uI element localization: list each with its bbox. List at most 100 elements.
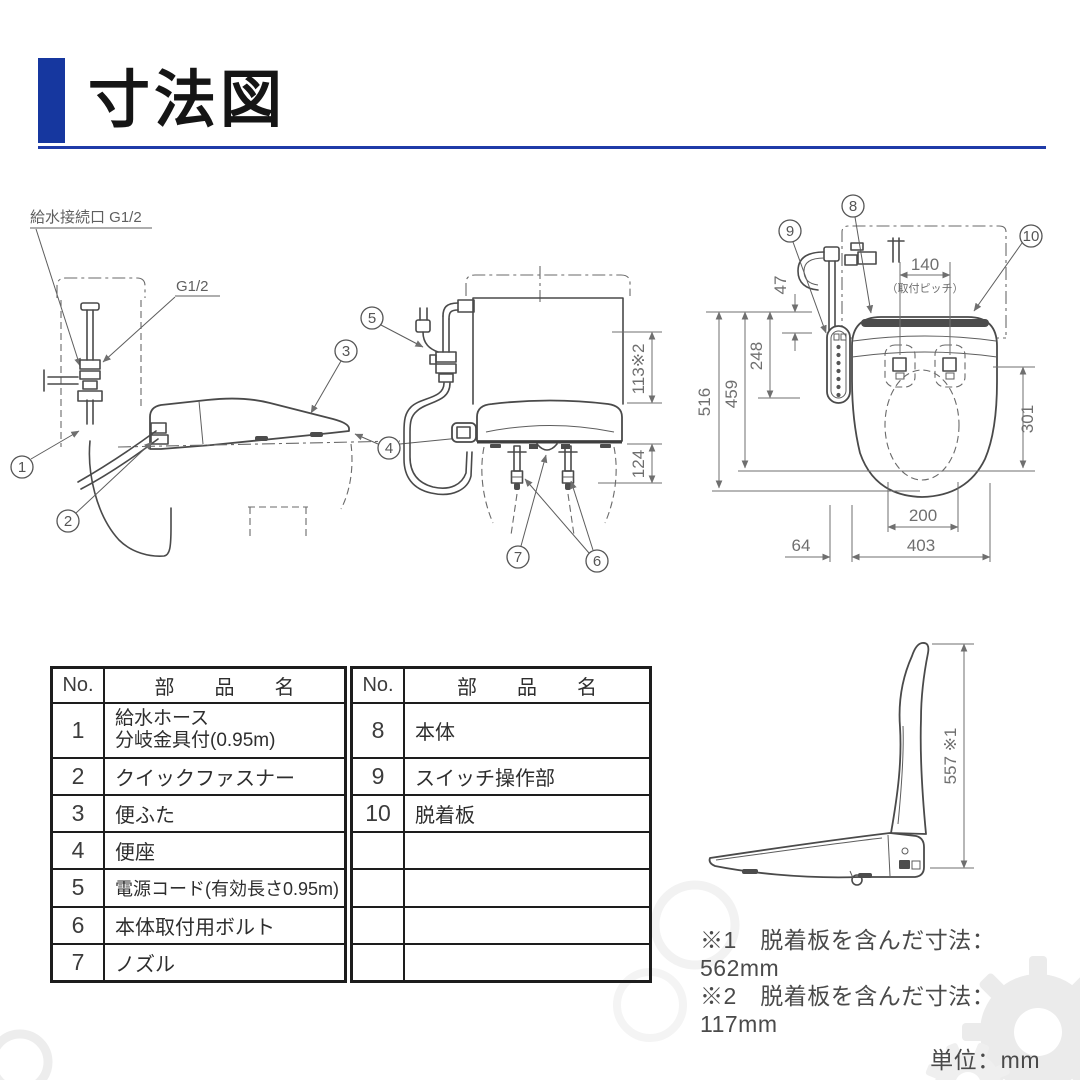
callout-8: 8 bbox=[841, 194, 874, 314]
part-no: 1 bbox=[50, 701, 105, 759]
dim-200: 200 bbox=[887, 482, 959, 532]
supply-port-label: 給水接続口 G1/2 bbox=[30, 209, 142, 226]
callout-4: 4 bbox=[354, 433, 471, 460]
part-name: ノズル bbox=[103, 942, 347, 983]
callout-6: 6 bbox=[524, 478, 609, 573]
callout-5: 5 bbox=[360, 306, 424, 348]
part-name bbox=[403, 830, 652, 870]
dim-64-403: 64 403 bbox=[785, 483, 991, 562]
part-no bbox=[350, 942, 405, 983]
table-row: 6 本体取付用ボルト bbox=[50, 905, 347, 945]
dim-140: 140 （取付ピッチ） bbox=[887, 255, 964, 355]
svg-text:5: 5 bbox=[368, 310, 376, 327]
col-header-no: No. bbox=[50, 666, 105, 704]
table-row: 4 便座 bbox=[50, 830, 347, 870]
table-row: 1 給水ホース分岐金具付(0.95m) bbox=[50, 701, 347, 759]
part-no: 10 bbox=[350, 793, 405, 833]
svg-text:301: 301 bbox=[1018, 405, 1037, 433]
dim-248: 248 bbox=[747, 311, 800, 399]
part-name: 便ふた bbox=[103, 793, 347, 833]
mounting-bolt-right bbox=[558, 445, 578, 490]
svg-text:1: 1 bbox=[18, 459, 26, 476]
part-no: 5 bbox=[50, 867, 105, 908]
svg-text:200: 200 bbox=[909, 506, 937, 525]
side-view-drawing: 給水接続口 G1/2 G1/2 bbox=[10, 209, 471, 557]
mounting-bolt-left bbox=[507, 445, 527, 490]
page-title: 寸法図 bbox=[88, 66, 287, 135]
part-name: 脱着板 bbox=[403, 793, 652, 833]
svg-text:113※2: 113※2 bbox=[629, 344, 648, 395]
dim-47: 47 bbox=[771, 276, 812, 351]
svg-text:8: 8 bbox=[849, 198, 857, 215]
part-no: 9 bbox=[350, 756, 405, 796]
part-name: クイックファスナー bbox=[103, 756, 347, 796]
part-name bbox=[403, 942, 652, 983]
svg-text:248: 248 bbox=[747, 342, 766, 370]
part-no: 6 bbox=[50, 905, 105, 945]
part-no bbox=[350, 830, 405, 870]
footnote-1: ※1 脱着板を含んだ寸法：562mm bbox=[700, 927, 996, 981]
svg-text:403: 403 bbox=[907, 536, 935, 555]
dim-124: 124 bbox=[598, 443, 662, 484]
callout-10: 10 bbox=[973, 224, 1043, 312]
table-row bbox=[350, 867, 652, 908]
part-name: スイッチ操作部 bbox=[403, 756, 652, 796]
top-view-drawing: 140 （取付ピッチ） 47 248 459 bbox=[695, 194, 1043, 562]
title-accent-bar bbox=[38, 58, 65, 143]
svg-text:140: 140 bbox=[911, 255, 939, 274]
table-row: 9 スイッチ操作部 bbox=[350, 756, 652, 796]
part-name: 本体取付用ボルト bbox=[103, 905, 347, 945]
table-row bbox=[350, 942, 652, 983]
seat-base bbox=[708, 832, 925, 879]
table-row bbox=[350, 830, 652, 870]
callout-9: 9 bbox=[778, 219, 827, 334]
col-header-no: No. bbox=[350, 666, 405, 704]
part-name: 便座 bbox=[103, 830, 347, 870]
part-no: 8 bbox=[350, 701, 405, 759]
svg-text:47: 47 bbox=[771, 276, 790, 295]
dim-516: 516 bbox=[695, 311, 920, 492]
dim-459: 459 bbox=[722, 311, 1035, 472]
part-no: 2 bbox=[50, 756, 105, 796]
rear-view-drawing: 113※2 124 5 7 6 bbox=[360, 266, 662, 573]
callout-3: 3 bbox=[310, 339, 358, 414]
col-header-name: 部 品 名 bbox=[103, 666, 347, 704]
table-row: 5 電源コード(有効長さ0.95m) bbox=[50, 867, 347, 908]
parts-table-right: No. 部 品 名 8 本体 9 スイッチ操作部 10 脱着板 bbox=[350, 666, 652, 983]
callout-7: 7 bbox=[506, 454, 548, 569]
table-row: 8 本体 bbox=[350, 701, 652, 759]
open-lid-drawing: 557 ※1 bbox=[708, 642, 974, 886]
part-name: 給水ホース分岐金具付(0.95m) bbox=[103, 701, 347, 759]
table-row: 10 脱着板 bbox=[350, 793, 652, 833]
part-no: 4 bbox=[50, 830, 105, 870]
svg-text:9: 9 bbox=[786, 223, 794, 240]
part-name bbox=[403, 867, 652, 908]
svg-text:124: 124 bbox=[629, 450, 648, 478]
svg-text:（取付ピッチ）: （取付ピッチ） bbox=[887, 282, 964, 295]
title-underline bbox=[38, 146, 1046, 149]
svg-text:10: 10 bbox=[1023, 228, 1040, 245]
dim-557: 557 ※1 bbox=[930, 643, 974, 869]
part-no bbox=[350, 867, 405, 908]
svg-text:7: 7 bbox=[514, 549, 522, 566]
footnotes: ※1 脱着板を含んだ寸法：562mm ※2 脱着板を含んだ寸法：117mm 単位… bbox=[700, 926, 1048, 1074]
table-row: 3 便ふた bbox=[50, 793, 347, 833]
table-row: 2 クイックファスナー bbox=[50, 756, 347, 796]
footnote-2: ※2 脱着板を含んだ寸法：117mm bbox=[700, 983, 996, 1037]
svg-text:64: 64 bbox=[792, 536, 811, 555]
g-half-label: G1/2 bbox=[176, 278, 209, 295]
svg-text:6: 6 bbox=[593, 553, 601, 570]
dim-113: 113※2 bbox=[612, 331, 662, 404]
unit-label: 単位：mm bbox=[930, 1047, 1040, 1073]
svg-text:4: 4 bbox=[385, 440, 393, 457]
parts-table-left: No. 部 品 名 1 給水ホース分岐金具付(0.95m) 2 クイックファスナ… bbox=[50, 666, 347, 983]
open-lid bbox=[890, 642, 930, 835]
svg-text:557 ※1: 557 ※1 bbox=[941, 728, 960, 785]
dim-301: 301 bbox=[993, 366, 1037, 469]
part-no: 3 bbox=[50, 793, 105, 833]
col-header-name: 部 品 名 bbox=[403, 666, 652, 704]
part-name bbox=[403, 905, 652, 945]
release-plate-edge bbox=[861, 319, 989, 327]
